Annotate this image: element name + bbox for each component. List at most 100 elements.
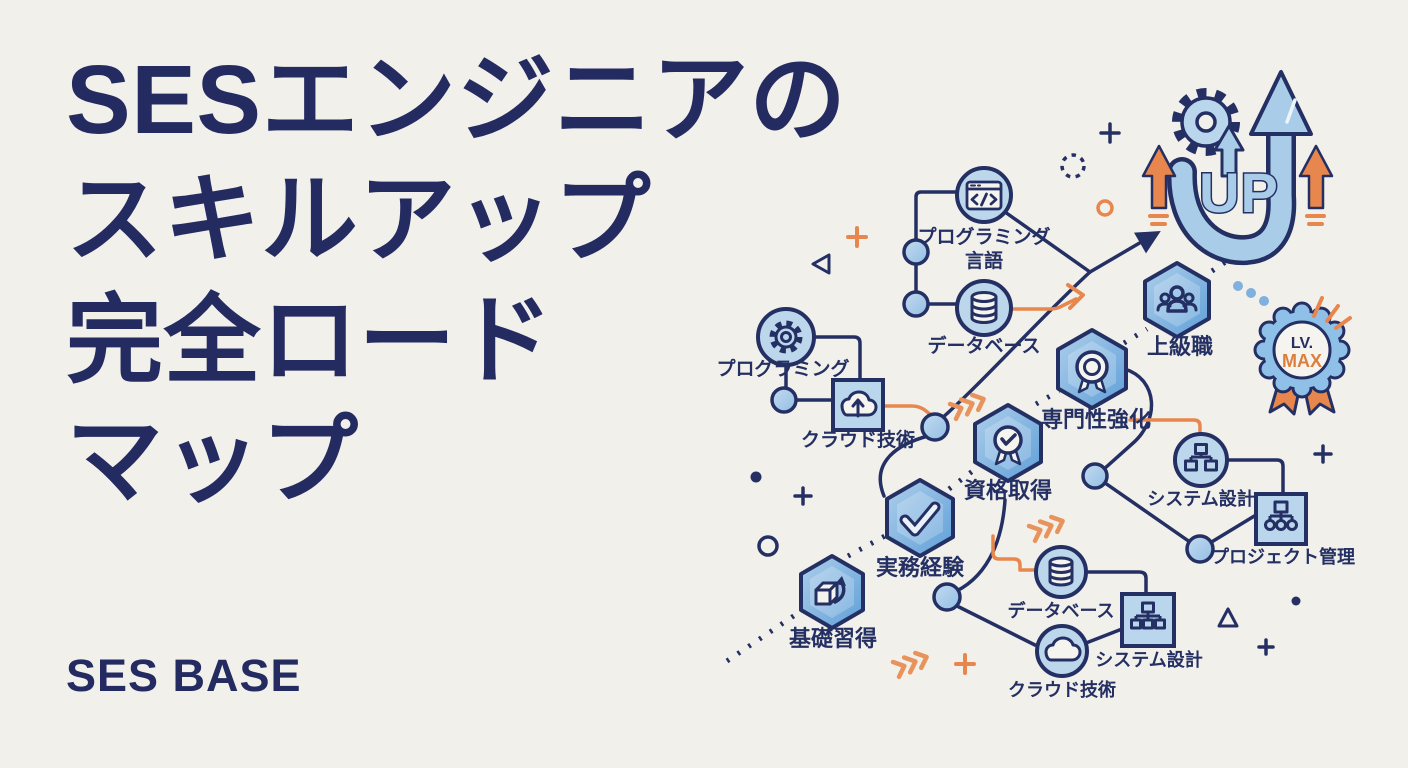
plus-decoration-orange bbox=[846, 226, 976, 675]
connector-proglang-elbow bbox=[914, 190, 960, 301]
page-title: SESエンジニアのスキルアップ完全ロードマップ bbox=[66, 40, 847, 521]
brand-logo: SES BASE bbox=[66, 650, 302, 701]
node-specialization: 専門性強化 bbox=[1041, 328, 1151, 432]
dotted-shikaku-senmon bbox=[1034, 388, 1061, 407]
connector-cloud-sysdesign bbox=[1084, 627, 1124, 645]
node-system-design-bottom: システム設計 bbox=[1095, 592, 1203, 670]
orange-cloud-line bbox=[882, 404, 938, 421]
up-graphic: UP bbox=[1141, 70, 1334, 266]
node-project-management: プロジェクト管理 bbox=[1211, 492, 1355, 567]
badge-rays bbox=[1312, 296, 1352, 330]
node-label: クラウド技術 bbox=[1008, 679, 1116, 700]
node-label: 実務経験 bbox=[876, 555, 965, 580]
main-arrowhead bbox=[1134, 231, 1161, 254]
team-icon bbox=[1156, 285, 1198, 313]
hierarchy-icon bbox=[1130, 601, 1166, 630]
node-label: 言語 bbox=[965, 249, 1003, 272]
ring-decoration-orange bbox=[1096, 199, 1114, 217]
orange-connectors bbox=[882, 283, 1202, 572]
connector-shikaku-dot-curve bbox=[948, 498, 1007, 596]
cloud-upload-icon bbox=[840, 390, 878, 418]
dot-decoration bbox=[1291, 596, 1301, 606]
orange-underline-dashes bbox=[1148, 214, 1326, 226]
ring-decoration bbox=[757, 535, 779, 557]
spinner-dashes-decoration bbox=[1060, 153, 1086, 179]
up-label: UP bbox=[1199, 161, 1279, 224]
connector-gear-cloud-elbow bbox=[812, 335, 862, 381]
orange-db-arrowhead bbox=[1066, 283, 1085, 310]
orange-db-arrow-shaft bbox=[1010, 297, 1078, 311]
node-label: 資格取得 bbox=[964, 478, 1052, 503]
gear-icon bbox=[769, 320, 803, 354]
node-label: システム設計 bbox=[1147, 488, 1254, 509]
junction-dot bbox=[902, 290, 930, 318]
node-label: 専門性強化 bbox=[1041, 407, 1151, 432]
node-label: データベース bbox=[1007, 600, 1114, 621]
cloud-icon bbox=[1044, 636, 1082, 662]
connector-proglang-junction bbox=[1003, 210, 1092, 274]
node-practical-experience: 実務経験 bbox=[876, 478, 965, 580]
decorations bbox=[750, 122, 1333, 680]
triangle-decoration bbox=[1217, 607, 1239, 628]
medal-icon bbox=[1075, 350, 1109, 394]
node-system-design-right: システム設計 bbox=[1147, 432, 1255, 509]
node-label: プログラミング bbox=[917, 225, 1050, 248]
plus-decoration bbox=[793, 122, 1333, 656]
light-blue-dots-decoration bbox=[1233, 281, 1269, 306]
node-label: 上級職 bbox=[1147, 334, 1213, 359]
node-label: クラウド技術 bbox=[801, 428, 915, 451]
junction-dot bbox=[920, 412, 950, 442]
dotted-senmon-jokyu bbox=[1122, 326, 1149, 346]
badge-max-label: MAX bbox=[1282, 351, 1322, 371]
junction-dot bbox=[1185, 534, 1215, 564]
connector-dot-cloud-bottom bbox=[953, 603, 1037, 647]
node-label: データベース bbox=[927, 334, 1040, 357]
node-label: 基礎習得 bbox=[789, 626, 877, 651]
connector-db-sysdesign-elbow bbox=[1084, 570, 1148, 595]
badge-lv-label: LV. bbox=[1291, 335, 1313, 352]
connector-dots-diagonal bbox=[1093, 474, 1202, 551]
connector-dot-jitsumu-curve bbox=[878, 434, 930, 498]
database-icon bbox=[1048, 556, 1074, 587]
orange-shikaku-db-stairs bbox=[991, 534, 1038, 572]
triangle-decoration bbox=[811, 253, 831, 275]
org-chart-icon bbox=[1264, 500, 1298, 531]
junction-dot bbox=[902, 238, 930, 266]
node-certification: 資格取得 bbox=[964, 403, 1052, 503]
node-label: プロジェクト管理 bbox=[1211, 546, 1355, 567]
junction-dot bbox=[770, 386, 798, 414]
chevrons-decoration bbox=[890, 392, 1065, 680]
code-window-icon bbox=[965, 180, 1003, 211]
title-line-4: マップ bbox=[66, 405, 359, 515]
big-up-arrow bbox=[1166, 70, 1313, 266]
check-icon bbox=[899, 501, 941, 537]
title-line-3: 完全ロード bbox=[66, 285, 554, 395]
node-fundamentals: 基礎習得 bbox=[789, 554, 877, 651]
title-line-1: SESエンジニアの bbox=[66, 45, 847, 154]
orange-up-arrow-right bbox=[1298, 144, 1334, 210]
node-database-top: データベース bbox=[927, 279, 1041, 357]
connector-senmon-down-curve bbox=[1102, 367, 1154, 471]
gear-icon bbox=[1172, 88, 1240, 156]
node-programming-language: プログラミング 言語 bbox=[917, 166, 1051, 272]
node-cloud-tech-top: クラウド技術 bbox=[801, 378, 915, 451]
node-programming: プログラミング bbox=[716, 307, 850, 380]
cube-arrow-icon bbox=[814, 576, 846, 606]
dotted-kiso-jitsumu bbox=[846, 527, 898, 559]
dotted-jitsumu-shikaku bbox=[947, 468, 976, 491]
hierarchy-icon bbox=[1184, 443, 1218, 472]
node-senior-role: 上級職 bbox=[1143, 261, 1213, 359]
dotted-path bbox=[725, 254, 1235, 664]
junction-dot bbox=[1081, 462, 1109, 490]
connector-main-arrow-shaft bbox=[1088, 239, 1145, 274]
level-max-badge: LV. MAX bbox=[1253, 296, 1352, 416]
node-label: システム設計 bbox=[1095, 649, 1202, 670]
database-icon bbox=[970, 291, 998, 324]
node-database-bottom: データベース bbox=[1007, 545, 1115, 621]
dot-decoration bbox=[750, 471, 762, 483]
node-label: プログラミング bbox=[716, 357, 849, 380]
junction-dots bbox=[770, 238, 1215, 612]
title-line-2: スキルアップ bbox=[66, 165, 651, 275]
